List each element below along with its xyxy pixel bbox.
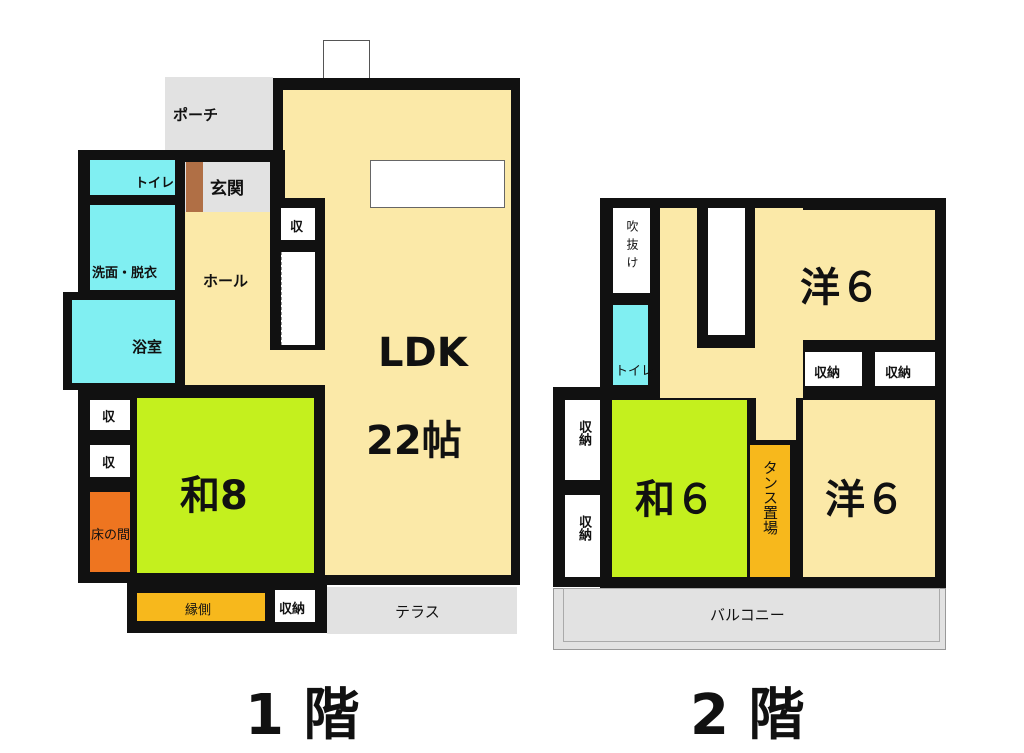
room-tansu <box>750 445 790 577</box>
kitchen-counter <box>370 160 505 208</box>
label-hall: ホール <box>203 272 249 290</box>
room-washitsu-6 <box>612 400 747 577</box>
room-washroom <box>90 205 175 290</box>
label-storage-2f-1: 収納 <box>814 366 841 381</box>
label-storage-hall: 収 <box>290 220 304 235</box>
fukinuke <box>613 208 650 293</box>
room-western-top <box>755 210 935 340</box>
room-toilet-2f <box>613 305 648 385</box>
label-western-bottom: 洋６ <box>825 477 905 523</box>
label-western-top: 洋６ <box>800 265 880 311</box>
label-engawa-storage: 収納 <box>279 602 306 617</box>
label-toilet: トイレ <box>135 176 175 191</box>
label-storage-2f-3: 収納 <box>576 420 591 446</box>
label-washitsu-6: 和６ <box>635 477 715 523</box>
label-balcony: バルコニー <box>710 606 785 624</box>
storage-2f-4 <box>565 495 600 577</box>
storage-2f-1 <box>805 352 862 386</box>
room-porch <box>165 77 273 152</box>
label-ldk-size: 22帖 <box>366 418 462 464</box>
label-storage-2f-2: 収納 <box>885 366 912 381</box>
room-toilet <box>90 160 175 195</box>
room-western-bottom <box>803 400 935 577</box>
floor-2-title: 2 階 <box>690 683 805 748</box>
label-terrace: テラス <box>395 603 440 621</box>
room-tokonoma <box>90 492 130 572</box>
back-door <box>323 40 370 82</box>
label-engawa: 縁側 <box>185 603 212 618</box>
label-toilet-2f: トイレ <box>615 364 655 379</box>
storage-2f-3 <box>565 400 600 480</box>
storage-1 <box>90 400 130 430</box>
label-storage-2f-4: 収納 <box>576 515 591 541</box>
hall-storage <box>281 208 315 240</box>
room-terrace <box>327 587 517 634</box>
hall-2f-lower <box>756 340 796 440</box>
room-engawa <box>137 593 265 621</box>
label-washitsu-8: 和8 <box>180 473 248 519</box>
label-storage-1: 収 <box>102 410 116 425</box>
label-tokonoma: 床の間 <box>91 528 131 543</box>
label-porch: ポーチ <box>173 106 219 124</box>
room-washitsu-8 <box>137 398 314 573</box>
label-tansu: タンス置場 <box>761 460 779 535</box>
staircase <box>281 252 315 345</box>
balcony-inner <box>563 588 940 642</box>
label-ldk: LDK <box>378 330 468 376</box>
label-bath: 浴室 <box>132 338 163 356</box>
floor-1-title: 1 階 <box>245 683 360 748</box>
label-washroom: 洗面・脱衣 <box>92 266 158 281</box>
staircase-2f <box>708 208 745 335</box>
room-bath <box>72 300 175 383</box>
engawa-storage <box>275 590 315 622</box>
label-storage-2: 収 <box>102 456 116 471</box>
shoe-cabinet <box>186 162 203 212</box>
storage-2 <box>90 445 130 477</box>
label-fukinuke: 吹抜け <box>625 220 639 274</box>
storage-2f-2 <box>875 352 935 386</box>
label-genkan: 玄関 <box>210 179 244 199</box>
